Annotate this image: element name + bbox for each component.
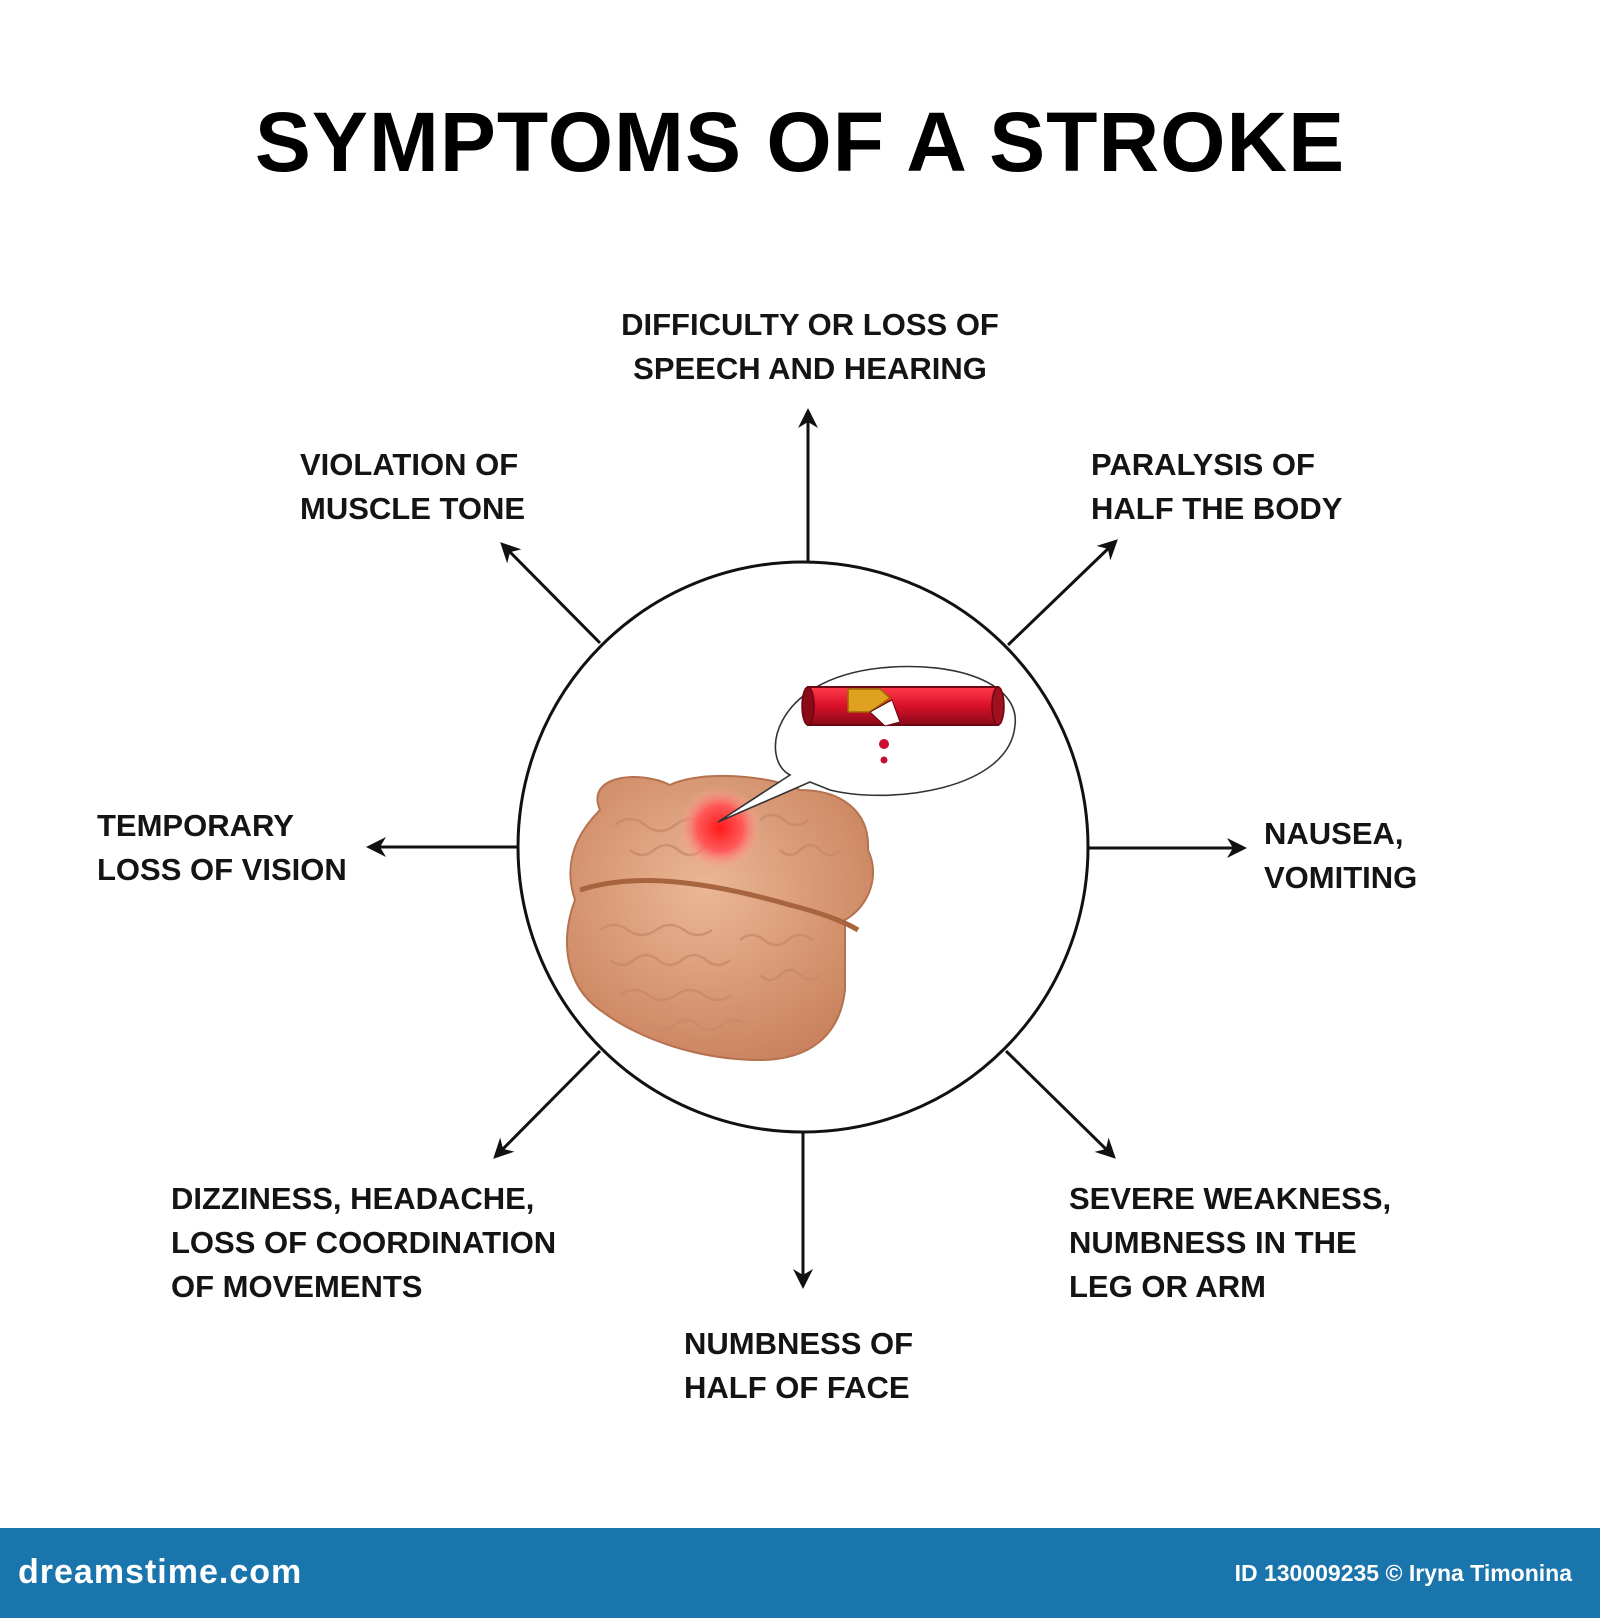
symptom-line: VIOLATION OF	[300, 447, 519, 482]
symptom-line: SPEECH AND HEARING	[633, 351, 987, 386]
blood-vessel-illustration	[801, 686, 1005, 764]
symptom-paralysis: PARALYSIS OF HALF THE BODY	[1091, 443, 1342, 531]
arrow-bottom-left	[493, 1049, 602, 1159]
symptom-face-numbness: NUMBNESS OF HALF OF FACE	[684, 1322, 913, 1410]
symptom-line: HALF OF FACE	[684, 1370, 910, 1405]
symptom-line: LEG OR ARM	[1069, 1269, 1266, 1304]
symptom-line: NUMBNESS IN THE	[1069, 1225, 1357, 1260]
symptom-line: NUMBNESS OF	[684, 1326, 914, 1361]
symptom-weakness: SEVERE WEAKNESS, NUMBNESS IN THE LEG OR …	[1069, 1177, 1391, 1309]
image-credit: ID 130009235 © Iryna Timonina	[1234, 1560, 1572, 1586]
symptom-speech-hearing: DIFFICULTY OR LOSS OF SPEECH AND HEARING	[610, 303, 1010, 391]
symptom-line: NAUSEA,	[1264, 816, 1404, 851]
symptom-line: TEMPORARY	[97, 808, 294, 843]
symptom-dizziness: DIZZINESS, HEADACHE, LOSS OF COORDINATIO…	[171, 1177, 556, 1309]
symptom-line: DIZZINESS, HEADACHE,	[171, 1181, 535, 1216]
arrow-top-left	[500, 542, 602, 645]
arrow-bottom-right	[1004, 1049, 1116, 1159]
symptom-line: LOSS OF VISION	[97, 852, 347, 887]
symptom-muscle-tone: VIOLATION OF MUSCLE TONE	[300, 443, 525, 531]
symptom-line: SEVERE WEAKNESS,	[1069, 1181, 1392, 1216]
brand-logo: dreamstime.com	[18, 1553, 303, 1591]
symptom-line: LOSS OF COORDINATION	[171, 1225, 557, 1260]
symptom-line: DIFFICULTY OR LOSS OF	[621, 307, 999, 342]
symptom-line: VOMITING	[1264, 860, 1418, 895]
arrow-top-right	[1006, 539, 1118, 647]
symptom-vision-loss: TEMPORARY LOSS OF VISION	[97, 804, 347, 892]
symptom-line: OF MOVEMENTS	[171, 1269, 423, 1304]
lesion-spot	[678, 786, 762, 870]
arrows	[366, 408, 1247, 1289]
symptom-line: HALF THE BODY	[1091, 491, 1343, 526]
symptom-line: PARALYSIS OF	[1091, 447, 1315, 482]
brain-illustration	[566, 774, 875, 1062]
footer-bar	[0, 1528, 1600, 1618]
symptom-nausea: NAUSEA, VOMITING	[1264, 812, 1417, 900]
page-title: SYMPTOMS OF A STROKE	[254, 95, 1346, 189]
symptom-line: MUSCLE TONE	[300, 491, 526, 526]
